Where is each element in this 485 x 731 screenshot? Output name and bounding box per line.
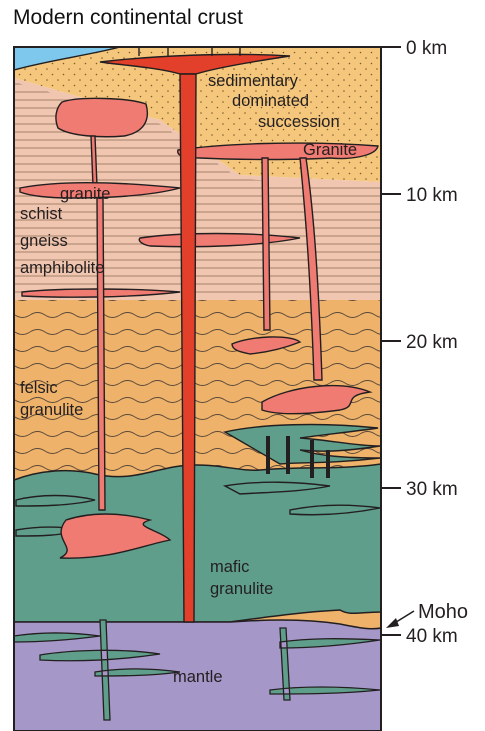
label-gneiss: gneiss xyxy=(20,232,68,250)
label-felsic-2: granulite xyxy=(20,401,83,419)
label-sedimentary-3: succession xyxy=(258,113,340,131)
depth-tick-label: 40 km xyxy=(406,626,458,647)
moho-label: Moho xyxy=(418,601,468,623)
label-mafic-1: mafic xyxy=(210,558,249,576)
depth-tick-label: 30 km xyxy=(406,479,458,500)
granite-pluton-upper-left xyxy=(56,98,147,136)
label-amphibolite: amphibolite xyxy=(20,259,104,277)
label-mantle: mantle xyxy=(173,668,223,686)
depth-scale: 0 km 10 km 20 km 30 km 40 km xyxy=(381,38,458,647)
label-sedimentary-1: sedimentary xyxy=(208,72,299,90)
depth-tick-label: 10 km xyxy=(406,185,458,206)
label-sedimentary-2: dominated xyxy=(232,92,309,110)
label-schist: schist xyxy=(20,205,63,223)
label-granite-lower: granite xyxy=(60,185,110,203)
label-granite-upper: Granite xyxy=(303,141,357,159)
granite-feeder-left xyxy=(97,198,105,510)
label-felsic-1: felsic xyxy=(20,379,58,397)
granite-stalk-right-a xyxy=(262,158,270,330)
depth-tick-label: 20 km xyxy=(406,332,458,353)
label-mafic-2: granulite xyxy=(210,580,273,598)
depth-tick-label: 0 km xyxy=(406,38,447,59)
